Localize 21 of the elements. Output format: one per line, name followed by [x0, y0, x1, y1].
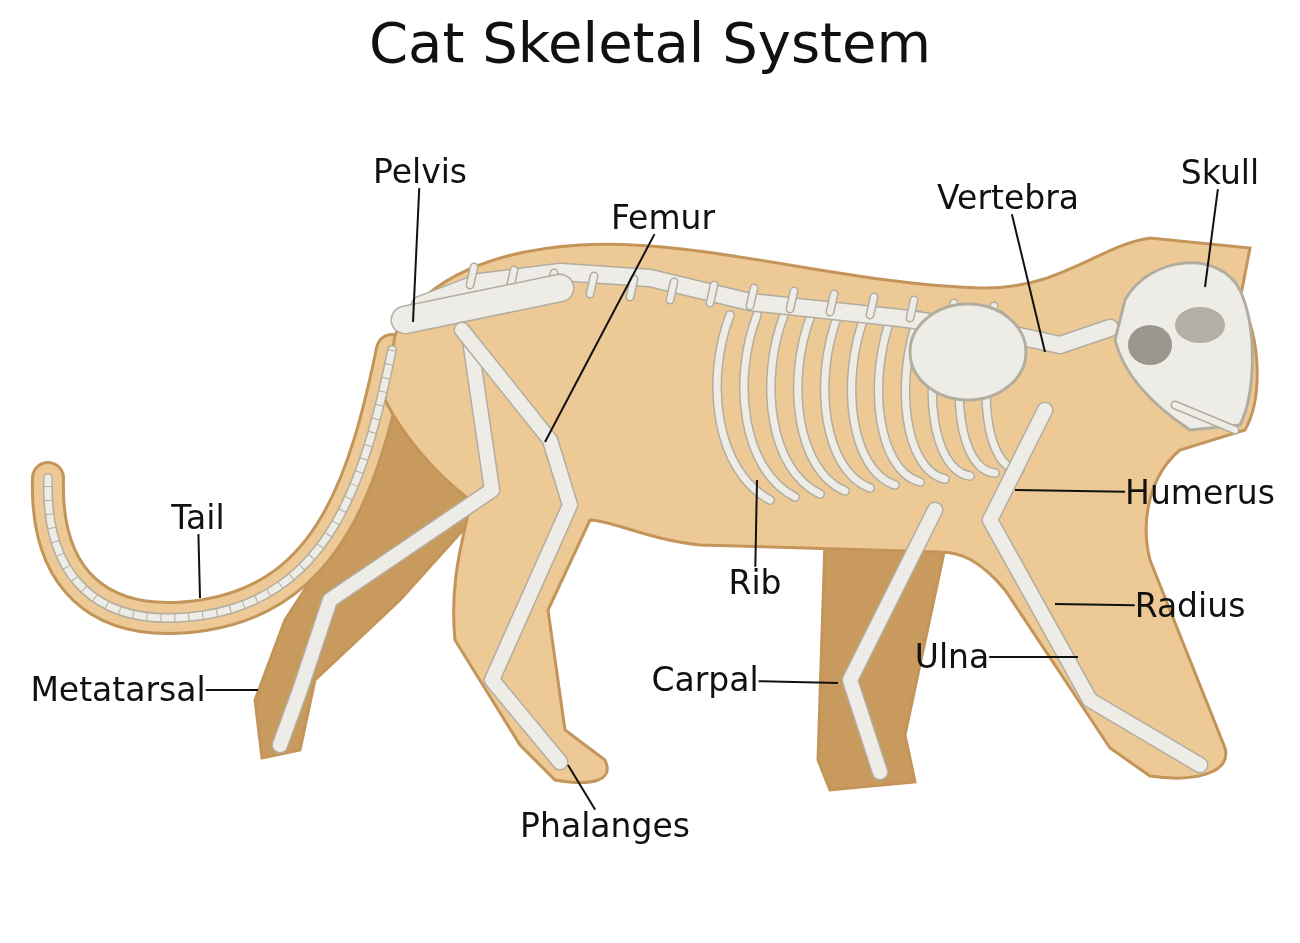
part-label: Phalanges [520, 807, 690, 845]
leader-line [1010, 213, 1046, 353]
leader-line [204, 689, 259, 691]
part-label: Rib [728, 564, 782, 602]
leader-line [412, 187, 421, 323]
part-label: Metatarsal [30, 671, 206, 709]
leader-line [1054, 603, 1136, 607]
part-label: Carpal [651, 661, 759, 699]
part-label: Skull [1180, 154, 1260, 192]
part-label: Femur [610, 199, 716, 237]
diagram-title: Cat Skeletal System [368, 9, 932, 75]
leader-line [567, 764, 597, 811]
part-label: Tail [171, 499, 225, 537]
leader-line [754, 479, 758, 568]
leader-line [757, 680, 839, 684]
leader-line [197, 533, 201, 599]
leader-line [988, 656, 1079, 658]
leader-line [1204, 188, 1219, 288]
part-label: Vertebra [937, 179, 1079, 217]
part-label: Pelvis [372, 153, 468, 191]
leader-line [1014, 489, 1127, 493]
